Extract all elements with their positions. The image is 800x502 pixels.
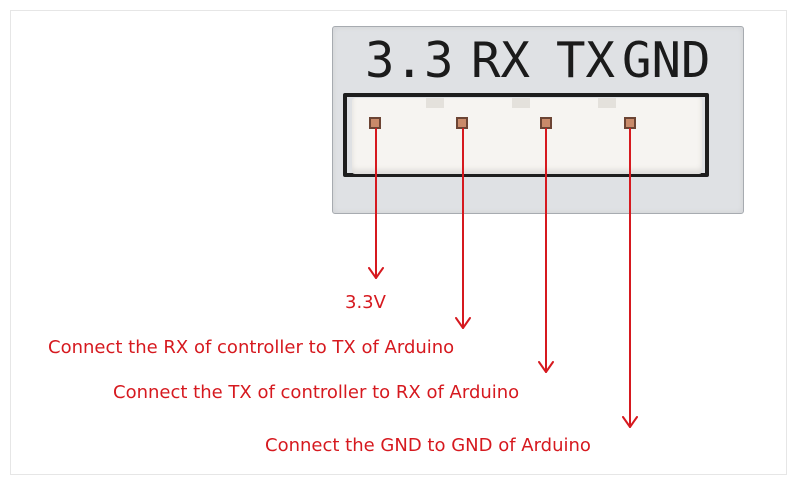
arrow-gnd xyxy=(622,128,638,428)
pin-hole-rx xyxy=(456,117,468,129)
arrow-rx xyxy=(455,128,471,329)
annotation-gnd: Connect the GND to GND of Arduino xyxy=(265,435,591,456)
annotation-rx: Connect the RX of controller to TX of Ar… xyxy=(48,337,455,358)
pin-label-tx: TX xyxy=(556,32,616,89)
pin-hole-3v3 xyxy=(369,117,381,129)
housing-notch xyxy=(598,98,616,108)
pin-label-gnd: GND xyxy=(622,32,711,89)
annotation-3v3: 3.3V xyxy=(345,292,386,313)
housing-notch xyxy=(512,98,530,108)
housing-notch xyxy=(426,98,444,108)
annotation-tx: Connect the TX of controller to RX of Ar… xyxy=(113,382,520,403)
arrow-3v3 xyxy=(368,128,384,279)
pin-label-3v3: 3.3 xyxy=(365,32,454,89)
connector-housing xyxy=(352,98,702,174)
pin-label-rx: RX xyxy=(471,32,531,89)
connector-outline xyxy=(343,93,709,177)
arrow-tx xyxy=(538,128,554,373)
